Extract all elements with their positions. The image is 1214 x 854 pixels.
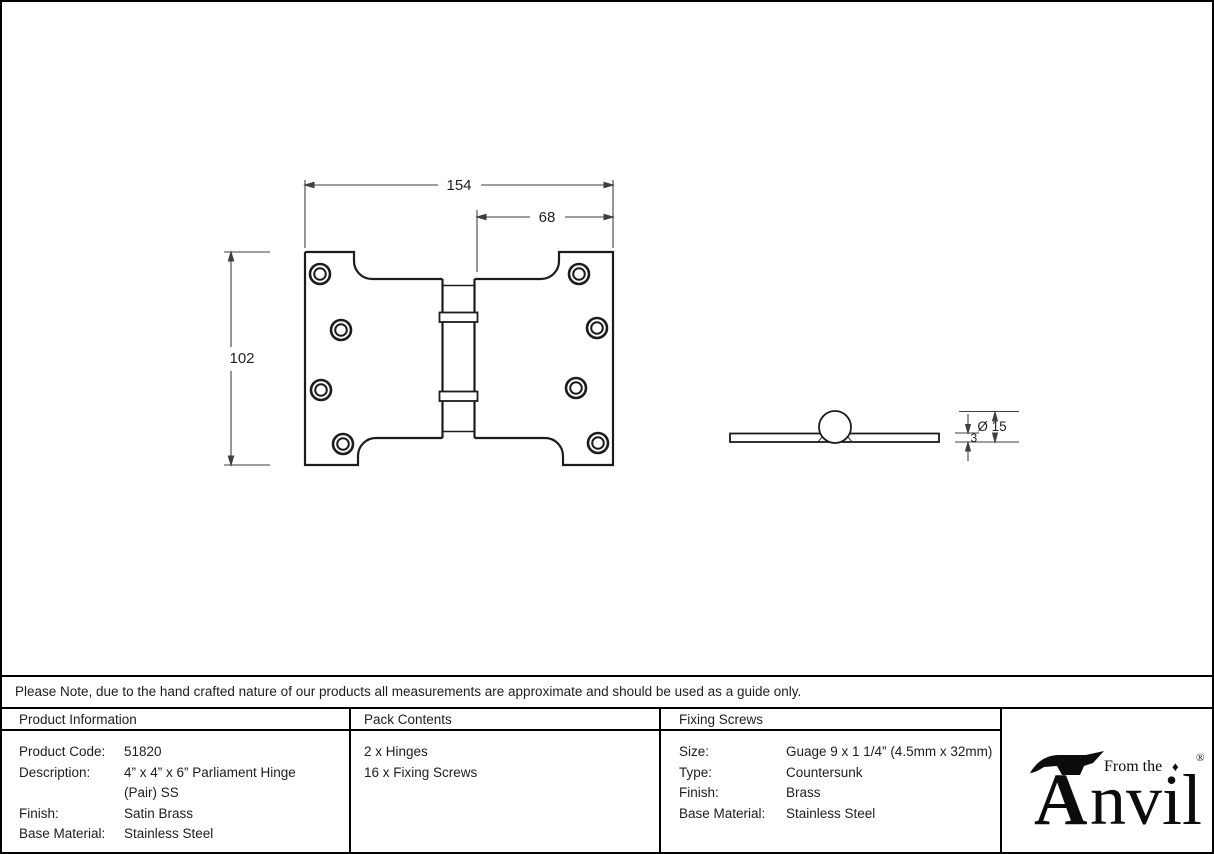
- technical-drawing: 154 68 102 Ø 15 3: [224, 177, 1019, 467]
- row-label: Size:: [679, 744, 710, 759]
- screw-hole: [309, 378, 333, 402]
- screw-hole: [308, 262, 332, 286]
- row-label: Base Material:: [19, 826, 106, 841]
- product-information-cell: Product Code: 51820 Description: 4” x 4” x…: [2, 731, 349, 852]
- plate-outline-top-left: [305, 250, 443, 281]
- row-value: (Pair) SS: [124, 785, 179, 800]
- row-value: Satin Brass: [124, 805, 194, 821]
- row-label: Finish:: [19, 805, 59, 821]
- table-row: Base Material: Stainless Steel: [679, 804, 1000, 825]
- from-the-anvil-logo: A nvil From the ♦ ®: [1030, 751, 1204, 841]
- brand-initial: A: [1034, 759, 1087, 841]
- table-row: Size: Guage 9 x 1 1/4” (4.5mm x 32mm): [679, 742, 1000, 763]
- list-item: 16 x Fixing Screws: [364, 764, 478, 780]
- table-row: Base Material: Stainless Steel: [19, 824, 349, 845]
- knuckle-barrel: [438, 279, 479, 438]
- column-header-pack-contents: Pack Contents: [364, 712, 452, 727]
- table-row: Product Code: 51820: [19, 742, 349, 763]
- row-label: Type:: [679, 764, 713, 780]
- table-divider: [659, 709, 661, 852]
- arrow-up-icon: [991, 409, 999, 422]
- hinge-side-view: [729, 410, 940, 444]
- row-label: Base Material:: [679, 805, 766, 821]
- table-row: Finish: Brass: [679, 783, 1000, 804]
- screw-hole: [564, 376, 588, 400]
- hinge-front-view: [303, 250, 615, 467]
- fixing-screws-cell: Size: Guage 9 x 1 1/4” (4.5mm x 32mm) Typ…: [659, 731, 1000, 852]
- knuckle-circle: [818, 410, 852, 444]
- row-label: Product Code:: [19, 744, 106, 759]
- dim-width-label: 154: [446, 177, 471, 194]
- screw-holes: [308, 262, 610, 456]
- row-label: Description:: [19, 764, 91, 780]
- row-value: Brass: [786, 785, 821, 800]
- dim-offset-label: 68: [539, 209, 556, 226]
- row-value: Stainless Steel: [124, 826, 214, 841]
- screw-hole: [586, 431, 610, 455]
- dim-thickness-label: 3: [971, 431, 978, 445]
- arrow-left-icon: [475, 213, 487, 221]
- table-row: Type: Countersunk: [679, 763, 1000, 784]
- screw-hole: [329, 318, 353, 342]
- anvil-icon: [1030, 751, 1104, 775]
- arrow-left-icon: [303, 181, 315, 189]
- side-view-dimensions: Ø 15 3: [955, 409, 1019, 461]
- row-value: 4” x 4” x 6” Parliament Hinge: [124, 764, 296, 780]
- arrow-up-icon: [227, 250, 235, 262]
- column-header-fixing-screws: Fixing Screws: [679, 712, 764, 727]
- screw-hole: [331, 432, 355, 456]
- table-row: Description: 4” x 4” x 6” Parliament Hing…: [19, 763, 349, 784]
- arrow-up-icon: [964, 440, 972, 452]
- screw-hole: [567, 262, 591, 286]
- brand-rest: nvil: [1090, 760, 1202, 840]
- front-view-dimensions: 154 68 102: [224, 177, 615, 467]
- screw-hole: [585, 316, 609, 340]
- plate-outline-right: [474, 250, 615, 467]
- row-label: Finish:: [679, 785, 719, 800]
- arrow-down-icon: [227, 455, 235, 467]
- registered-mark: ®: [1196, 752, 1204, 764]
- header-underline: [2, 729, 1000, 731]
- table-divider: [1000, 709, 1002, 852]
- row-value: Stainless Steel: [786, 805, 876, 821]
- diamond-icon: ♦: [1172, 759, 1179, 774]
- arrow-right-icon: [603, 213, 615, 221]
- dim-diameter-label: Ø 15: [977, 419, 1006, 434]
- arrow-right-icon: [603, 181, 615, 189]
- row-value: Countersunk: [786, 764, 863, 780]
- measurement-note: Please Note, due to the hand crafted nat…: [2, 675, 1212, 709]
- arrow-down-icon: [964, 423, 972, 436]
- plate-outline-bottom-left: [303, 252, 443, 467]
- brand-logo-cell: A nvil From the ♦ ®: [1000, 709, 1212, 852]
- list-item: 2 x Hinges: [364, 744, 428, 759]
- table-row: Finish: Satin Brass: [19, 804, 349, 825]
- column-header-product-information: Product Information: [19, 712, 137, 727]
- table-row: (Pair) SS: [19, 783, 349, 804]
- logo-prefix: From the: [1104, 758, 1162, 775]
- table-divider: [349, 709, 351, 852]
- dim-height-label: 102: [229, 350, 254, 367]
- row-value: Guage 9 x 1 1/4” (4.5mm x 32mm): [786, 744, 993, 759]
- arrow-down-icon: [991, 432, 999, 445]
- pack-contents-cell: 2 x Hinges 16 x Fixing Screws: [349, 731, 659, 852]
- row-value: 51820: [124, 744, 162, 759]
